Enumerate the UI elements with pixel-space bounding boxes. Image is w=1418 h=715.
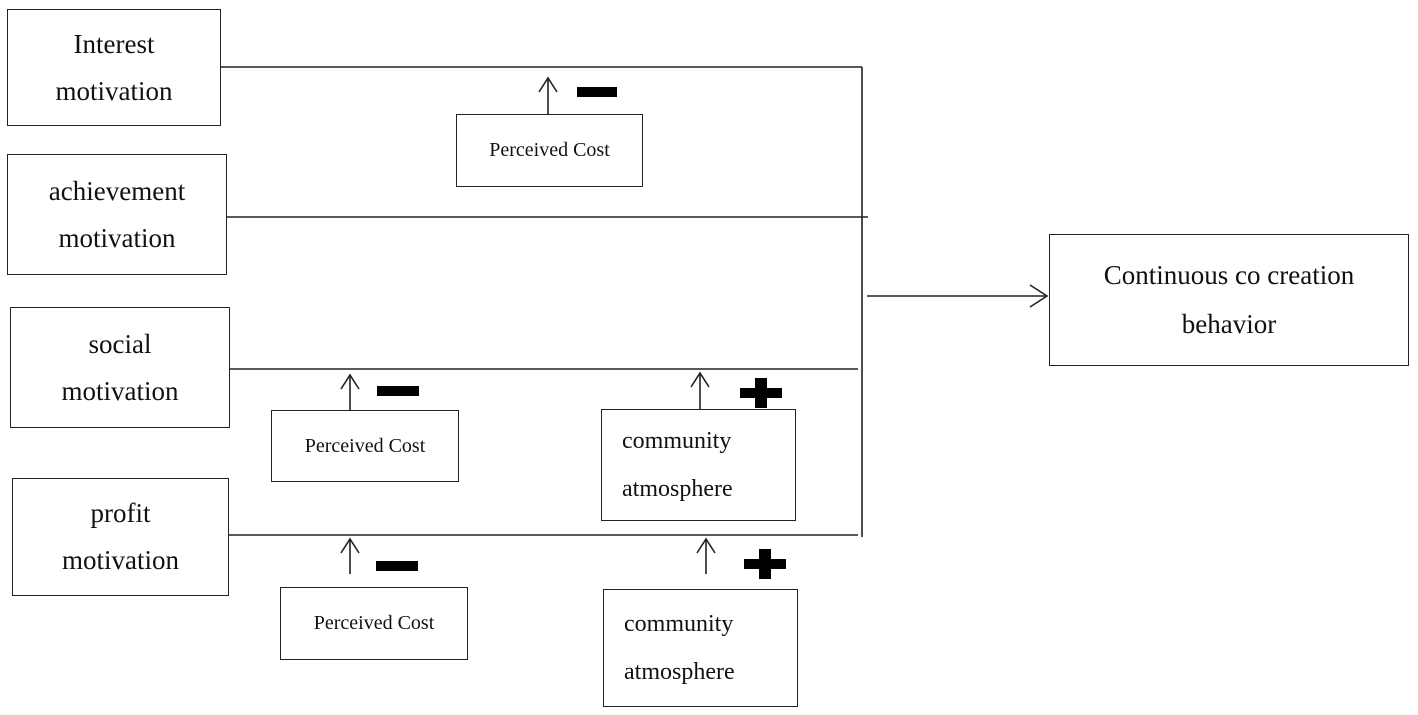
community-atmosphere-box-profit: community atmosphere (603, 589, 798, 707)
box-label-line: profit (90, 498, 151, 528)
minus-sign-icon (376, 561, 418, 571)
perceived-cost-box-social: Perceived Cost (271, 410, 459, 482)
perceived-cost-box-interest: Perceived Cost (456, 114, 643, 187)
profit-motivation-box: profit motivation (12, 478, 229, 596)
box-label: Perceived Cost (313, 612, 435, 634)
box-label-line: Interest (73, 28, 155, 59)
box-label-line: community (622, 428, 732, 454)
box-label: Perceived Cost (304, 434, 426, 457)
minus-sign-icon (577, 87, 617, 97)
box-label-line: motivation (55, 75, 173, 106)
box-label-line: achievement (48, 175, 186, 206)
box-label-line: motivation (62, 545, 179, 575)
plus-sign-icon (740, 378, 782, 408)
moderator-arrowhead (340, 373, 360, 390)
box-label-line: motivation (58, 222, 176, 253)
box-label-line: community (624, 611, 734, 637)
interest-motivation-box: Interest motivation (7, 9, 221, 126)
achievement-motivation-box: achievement motivation (7, 154, 227, 275)
perceived-cost-box-profit: Perceived Cost (280, 587, 468, 660)
plus-sign-icon (744, 549, 786, 579)
community-atmosphere-box-social: community atmosphere (601, 409, 796, 521)
moderator-arrowhead (696, 537, 716, 554)
box-label: Perceived Cost (489, 139, 610, 161)
moderator-arrowhead (690, 371, 710, 388)
box-label-line: motivation (61, 375, 179, 406)
box-label-line: behavior (1181, 309, 1277, 339)
moderator-arrowhead (340, 537, 360, 554)
minus-sign-icon (377, 386, 419, 396)
continuous-co-creation-box: Continuous co creation behavior (1049, 234, 1409, 366)
box-label-line: atmosphere (624, 659, 735, 685)
social-motivation-box: social motivation (10, 307, 230, 428)
box-label-line: atmosphere (622, 476, 733, 502)
moderator-arrowhead (538, 76, 558, 93)
box-label-line: Continuous co creation (1103, 260, 1355, 290)
box-label-line: social (88, 328, 152, 359)
outcome-arrowhead (1029, 284, 1049, 308)
